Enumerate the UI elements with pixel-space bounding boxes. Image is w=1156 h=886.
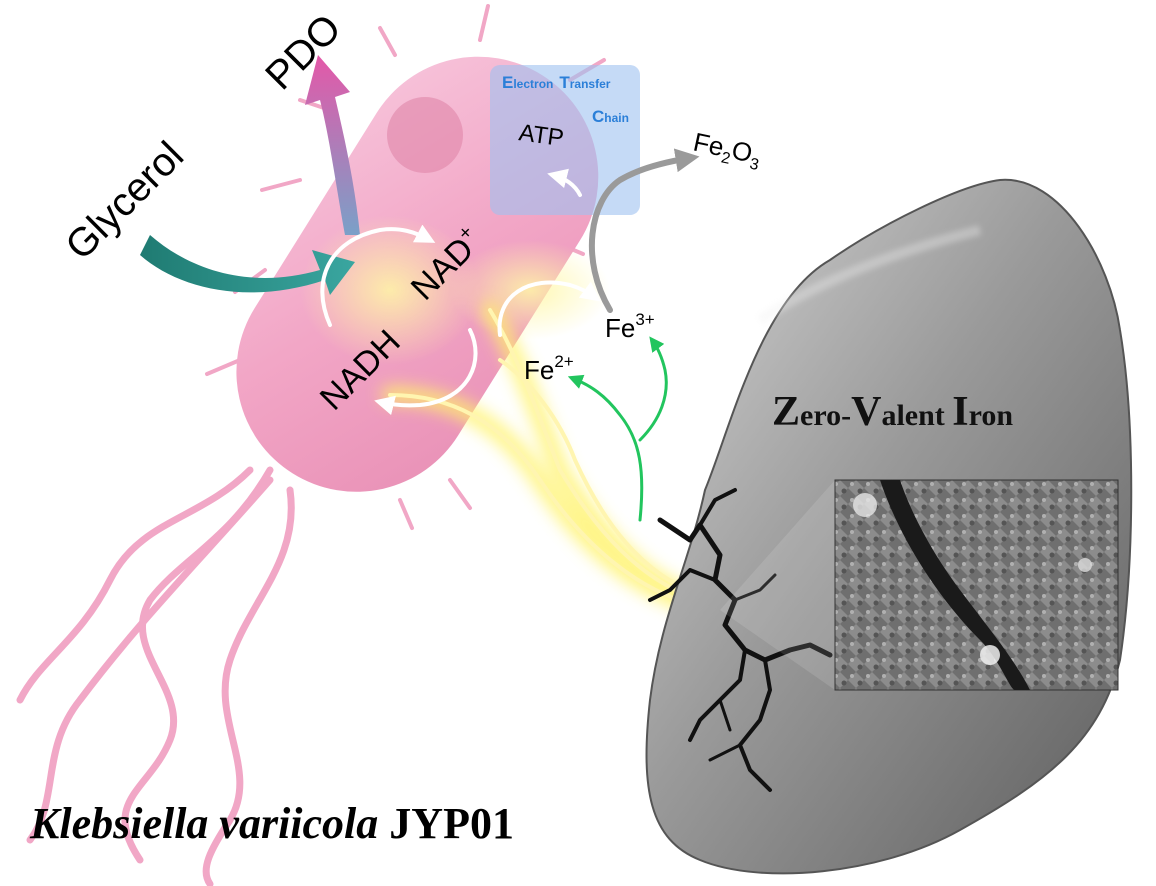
fe2o3-arrow	[588, 148, 700, 313]
iron-ion-arrows	[567, 336, 668, 522]
fe2o3-label: Fe2O3	[690, 127, 764, 174]
nad-cycle-arrows	[320, 168, 601, 416]
organism-label: Klebsiella variicola JYP01	[29, 799, 514, 848]
glycerol-arrow	[140, 235, 355, 295]
electron-flow	[381, 301, 729, 619]
iron-cracks	[648, 488, 833, 792]
flagella	[16, 466, 295, 886]
etc-label-line2: Chain	[592, 107, 629, 126]
fe3-label: Fe3+	[605, 310, 655, 343]
zero-valent-iron-label: Zero-Valent Iron	[772, 389, 1013, 435]
fe2-label: Fe2+	[524, 352, 574, 385]
sem-image-inset	[720, 479, 1119, 691]
pdo-arrow	[305, 55, 360, 235]
etc-box	[490, 65, 640, 215]
glycerol-label: Glycerol	[57, 134, 192, 269]
cell-inclusion	[387, 97, 463, 173]
atp-label: ATP	[517, 119, 565, 152]
